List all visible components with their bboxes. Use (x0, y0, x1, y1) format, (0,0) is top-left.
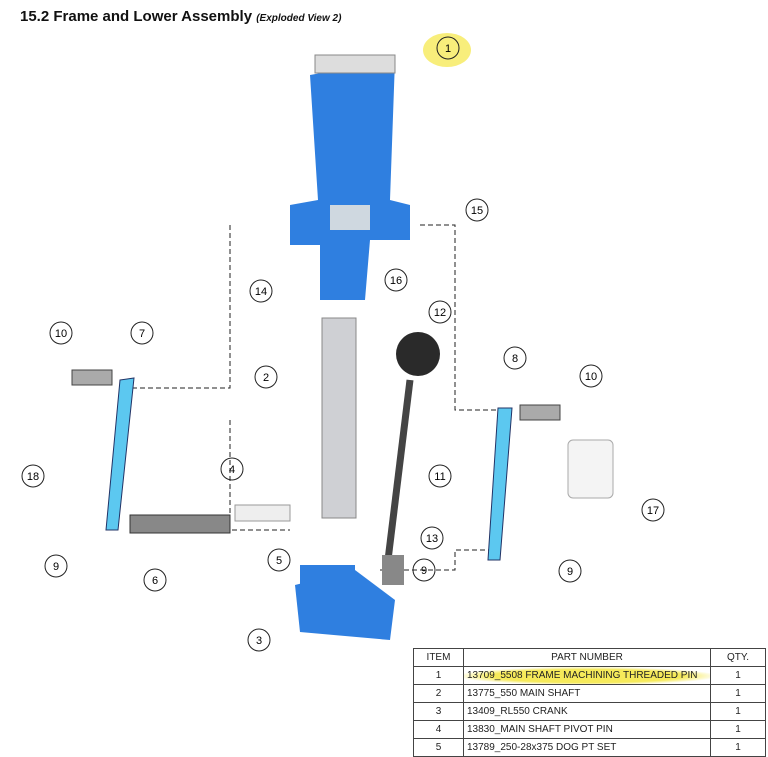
balloon-circle (130, 321, 154, 345)
balloon-label: 8 (512, 353, 518, 365)
bom-header-row: ITEM PART NUMBER QTY. (413, 648, 766, 667)
cell-qty: 1 (710, 684, 766, 703)
balloon-circle (503, 346, 527, 370)
crank-top (300, 565, 355, 590)
balloon-label: 10 (55, 328, 67, 340)
balloon-label: 15 (471, 205, 483, 217)
cell-item: 1 (413, 666, 464, 685)
balloon-label: 4 (229, 464, 235, 476)
balloon-circle (247, 628, 271, 652)
handle-rod (384, 379, 414, 561)
header-item: ITEM (413, 648, 464, 667)
balloon-label: 10 (585, 371, 597, 383)
balloon-circle (44, 554, 68, 578)
cell-item: 3 (413, 702, 464, 721)
balloon-circle (428, 300, 452, 324)
cell-item: 5 (413, 738, 464, 757)
balloon-label: 7 (139, 328, 145, 340)
title-subtitle: (Exploded View 2) (256, 13, 342, 24)
balloon-circle (21, 464, 45, 488)
cell-qty: 1 (710, 702, 766, 721)
link-left (105, 377, 135, 531)
cell-part-number: 13709_5508 FRAME MACHINING THREADED PIN (463, 666, 711, 685)
pivot-shaft (129, 514, 231, 534)
balloon-label: 5 (276, 555, 282, 567)
cell-qty: 1 (710, 720, 766, 739)
balloon-circle (220, 457, 244, 481)
balloon-circle (412, 558, 436, 582)
balloon-label: 18 (27, 471, 39, 483)
balloon-label: 1 (445, 43, 451, 55)
balloon-circle (428, 464, 452, 488)
cell-qty: 1 (710, 666, 766, 685)
balloons: 1 15 16 14 12 10 7 8 10 2 18 4 11 17 9 6 5 13 9 9 3 (21, 36, 665, 652)
balloon-circle (267, 548, 291, 572)
assembly-lines (130, 224, 500, 571)
header-qty: QTY. (710, 648, 766, 667)
balloon-circle (49, 321, 73, 345)
cell-part-number: 13775_550 MAIN SHAFT (463, 684, 711, 703)
balloon-circle (558, 559, 582, 583)
balloon-circle (249, 279, 273, 303)
balloon-circle (465, 198, 489, 222)
balloon-label: 14 (255, 286, 267, 298)
main-shaft (321, 317, 357, 519)
balloon-label: 13 (426, 533, 438, 545)
handle-nut (382, 555, 404, 585)
balloon-label: 9 (567, 566, 573, 578)
balloon-label: 17 (647, 505, 659, 517)
balloon-circle (579, 364, 603, 388)
balloon-circle (436, 36, 460, 60)
balloon-label: 3 (256, 635, 262, 647)
cell-item: 2 (413, 684, 464, 703)
balloon-label: 9 (53, 561, 59, 573)
balloon-label: 6 (152, 575, 158, 587)
header-part-number: PART NUMBER (463, 648, 711, 667)
cell-item: 4 (413, 720, 464, 739)
balloon-label: 12 (434, 307, 446, 319)
highlight-mark (423, 33, 471, 67)
title-text: 15.2 Frame and Lower Assembly (20, 8, 253, 25)
cell-part-number: 13830_MAIN SHAFT PIVOT PIN (463, 720, 711, 739)
balloon-circle (254, 365, 278, 389)
balloon-label: 16 (390, 275, 402, 287)
balloon-circle (420, 526, 444, 550)
cell-qty: 1 (710, 738, 766, 757)
pivot-pin (234, 504, 291, 522)
block-17 (567, 439, 614, 499)
balloon-label: 9 (421, 565, 427, 577)
section-title: 15.2 Frame and Lower Assembly (Exploded … (20, 8, 341, 25)
bolt-right (519, 404, 561, 421)
bolt-left (71, 369, 113, 386)
balloon-label: 11 (434, 471, 445, 483)
balloon-circle (143, 568, 167, 592)
handle-ball (396, 332, 440, 376)
balloon-circle (384, 268, 408, 292)
balloon-circle (641, 498, 665, 522)
link-right (487, 407, 513, 561)
balloon-label: 2 (263, 372, 269, 384)
frame-part (290, 54, 410, 300)
cell-part-number: 13789_250-28x375 DOG PT SET (463, 738, 711, 757)
cell-part-number: 13409_RL550 CRANK (463, 702, 711, 721)
